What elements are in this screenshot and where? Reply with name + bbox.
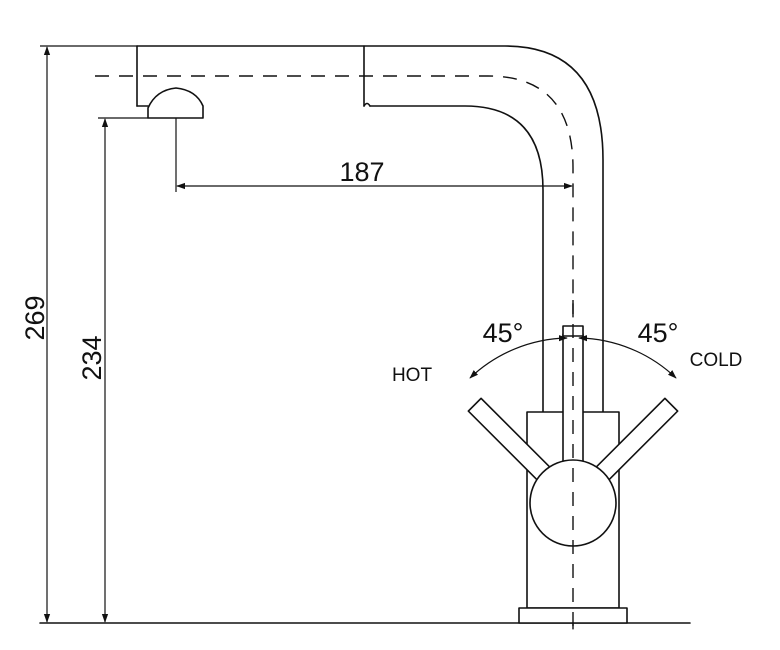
dim-reach: 187 — [339, 157, 384, 187]
angle-arc-hot — [469, 335, 568, 379]
aerator-nozzle — [147, 87, 204, 119]
dim-angle-cold: 45° — [638, 318, 679, 348]
spout-centerline — [95, 75, 574, 632]
pullout-joint-notch — [363, 102, 371, 107]
dim-angle-hot: 45° — [483, 318, 524, 348]
label-cold: COLD — [690, 350, 743, 371]
dim-total-height: 269 — [20, 295, 50, 340]
label-hot: HOT — [392, 365, 433, 386]
dim-spout-height: 234 — [77, 335, 107, 380]
spout-outline — [136, 45, 604, 413]
angle-arc-cold — [578, 335, 677, 379]
